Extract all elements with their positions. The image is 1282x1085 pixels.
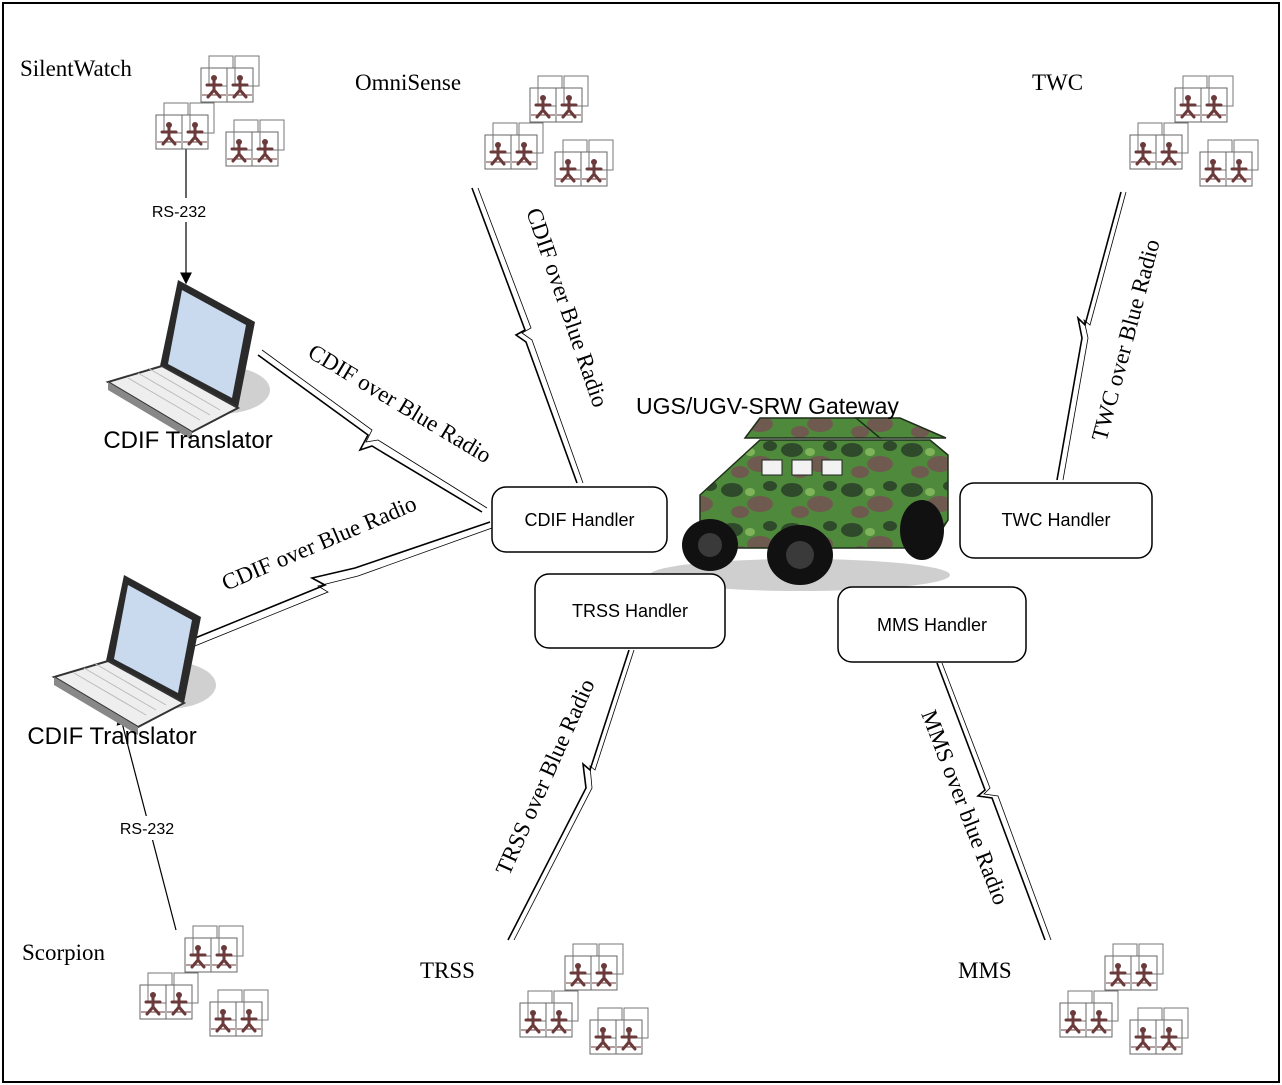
mms-handler-box[interactable]: MMS Handler (837, 586, 1027, 663)
sensor-label-omnisense: OmniSense (355, 70, 461, 95)
sensor-cluster-omnisense (485, 76, 613, 186)
translator-top-label: CDIF Translator (103, 427, 272, 454)
laptop-icon-top (105, 280, 270, 440)
radio-link-mms (936, 662, 1046, 941)
radio-link-translator-top (257, 354, 483, 513)
sensor-label-mms: MMS (958, 958, 1012, 983)
sensor-label-silentwatch: SilentWatch (20, 56, 132, 81)
link-label-translator-top: CDIF over Blue Radio (304, 339, 496, 468)
sensor-cluster-trss (520, 944, 648, 1054)
mms-handler-label: MMS Handler (877, 615, 987, 635)
rs232-label-bottom: RS-232 (120, 821, 174, 838)
trss-handler-label: TRSS Handler (572, 601, 688, 621)
cdif-handler-box[interactable]: CDIF Handler (491, 486, 668, 553)
laptop-icon-bottom (51, 575, 216, 735)
link-label-omnisense: CDIF over Blue Radio (521, 205, 613, 411)
sensor-label-twc: TWC (1032, 70, 1083, 95)
rs232-label-top: RS-232 (152, 204, 206, 221)
twc-handler-label: TWC Handler (1001, 510, 1110, 530)
vehicle-icon (650, 417, 950, 591)
sensor-cluster-mms (1060, 944, 1188, 1054)
radio-link-trss (507, 649, 630, 941)
link-label-trss: TRSS over Blue Radio (491, 675, 600, 878)
link-label-translator-bottom: CDIF over Blue Radio (218, 491, 420, 596)
link-label-twc: TWC over Blue Radio (1087, 237, 1165, 444)
twc-handler-box[interactable]: TWC Handler (959, 482, 1153, 559)
trss-handler-box[interactable]: TRSS Handler (534, 573, 726, 649)
sensor-cluster-silentwatch (156, 56, 284, 166)
gateway-title: UGS/UGV-SRW Gateway (636, 393, 899, 419)
radio-link-twc (1056, 191, 1122, 481)
radio-link-omnisense (471, 187, 578, 484)
cdif-handler-label: CDIF Handler (524, 510, 634, 530)
sensor-label-trss: TRSS (420, 958, 475, 983)
sensor-cluster-twc (1130, 76, 1258, 186)
radio-link-translator-bottom (177, 521, 491, 646)
translator-bottom-label: CDIF Translator (27, 723, 196, 750)
sensor-label-scorpion: Scorpion (22, 940, 106, 965)
sensor-cluster-scorpion (140, 926, 268, 1036)
